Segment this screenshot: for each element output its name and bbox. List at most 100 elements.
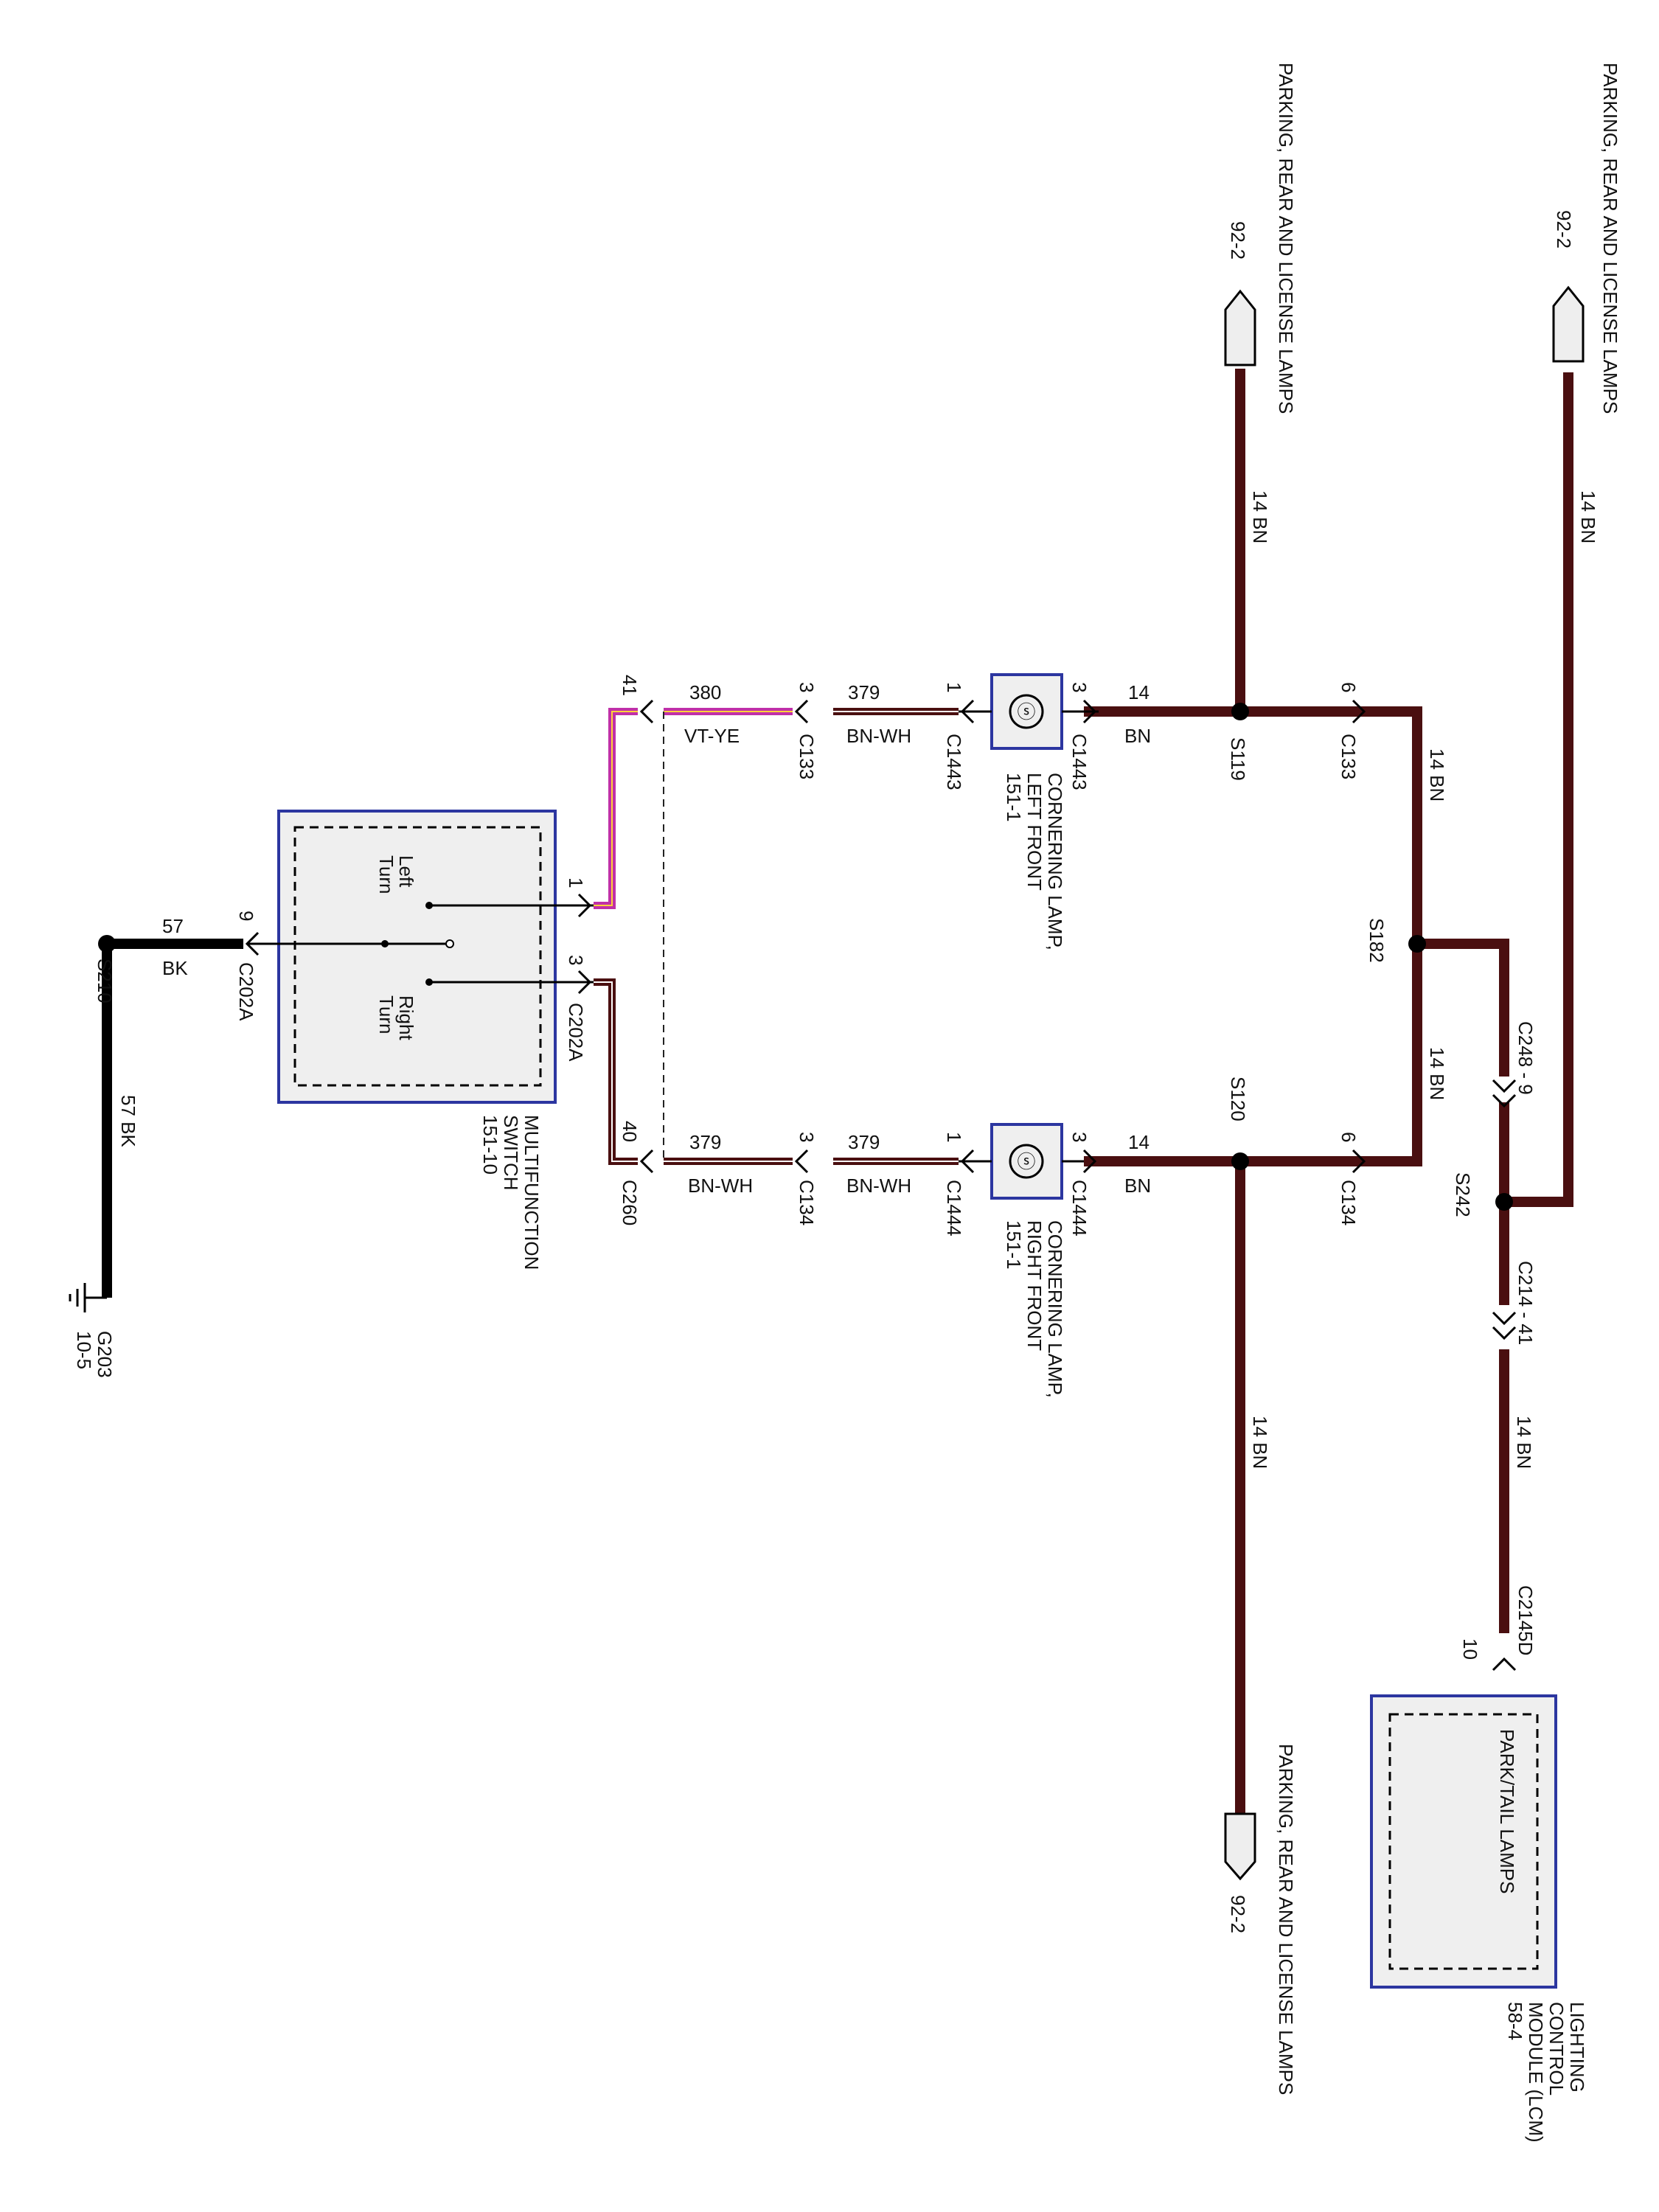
label-lamp-left-2: LEFT FRONT: [1023, 773, 1046, 891]
label-379-right-a: 379: [848, 1131, 880, 1153]
label-right-turn-1: Right: [395, 995, 417, 1040]
chevron-c134-6: [1352, 1149, 1366, 1174]
label-14-left: 14: [1128, 681, 1150, 703]
label-ref-top-right: 92-2: [1553, 210, 1575, 248]
bulb-icon-right: [1009, 1144, 1044, 1179]
label-57: 57: [162, 915, 184, 937]
splice-s119-dot: [1231, 703, 1249, 720]
label-bn-right: BN: [1124, 1175, 1151, 1197]
label-s119: S119: [1227, 737, 1249, 781]
label-379-left: 379: [848, 681, 880, 703]
label-switch-1: MULTIFUNCTION: [521, 1115, 543, 1270]
wire-379-to-switch-stripe: [594, 981, 638, 1162]
label-c1443-right: C1443: [1068, 734, 1091, 790]
pin-41: 41: [619, 675, 641, 696]
label-c134-left: C134: [796, 1180, 818, 1225]
switch-contact-common: [381, 940, 389, 947]
bulb-glyph-right: ⓢ: [1017, 1152, 1035, 1172]
label-s182: S182: [1366, 918, 1388, 963]
label-lcm-4: 58-4: [1504, 2002, 1526, 2040]
label-lcm-inner: PARK/TAIL LAMPS: [1496, 1729, 1518, 1893]
chevron-c248: [1492, 1079, 1517, 1108]
label-c134-right: C134: [1338, 1180, 1360, 1225]
labels: PARKING, REAR AND LICENSE LAMPS 92-2 PAR…: [73, 63, 1621, 2143]
switch-contact-left: [425, 902, 433, 909]
label-parking-lamps-bottom: PARKING, REAR AND LICENSE LAMPS: [1275, 1744, 1297, 2095]
label-ref-top-left: 92-2: [1227, 221, 1249, 260]
label-c202a-ground: C202A: [235, 962, 257, 1021]
label-14bn-s120-bottom: 14 BN: [1249, 1416, 1271, 1469]
multifunction-switch-inner: [293, 826, 542, 1087]
label-14bn-loop-top: 14 BN: [1426, 748, 1448, 801]
label-ref-bottom: 92-2: [1227, 1895, 1249, 1933]
pin-lcm-10: 10: [1459, 1638, 1481, 1660]
label-379-right-b: 379: [689, 1131, 721, 1153]
label-c214-41: C214 - 41: [1514, 1261, 1537, 1345]
label-bnwh-right-b: BN-WH: [688, 1175, 753, 1197]
label-bn-left: BN: [1124, 725, 1151, 747]
label-left-turn-1: Left: [395, 855, 417, 888]
pin-c1444-3: 3: [1068, 1132, 1091, 1142]
label-14bn-loop-bottom: 14 BN: [1426, 1047, 1448, 1100]
label-lcm-1: LIGHTING: [1566, 2002, 1588, 2093]
chevron-c214: [1492, 1311, 1517, 1340]
label-s242: S242: [1452, 1172, 1474, 1217]
pin-c133-3: 3: [796, 682, 818, 692]
splice-s242-dot: [1495, 1193, 1513, 1211]
chevron-c134-3: [794, 1149, 809, 1174]
label-bnwh-right-a: BN-WH: [846, 1175, 911, 1197]
pin-c1443-3: 3: [1068, 682, 1091, 692]
label-c260: C260: [619, 1180, 641, 1225]
pin-40: 40: [619, 1121, 641, 1142]
wire-feed-right: [1504, 372, 1573, 1207]
label-left-turn-2: Turn: [375, 855, 397, 894]
label-switch-3: 151-10: [479, 1115, 501, 1175]
label-s120: S120: [1227, 1077, 1249, 1121]
label-vtye: VT-YE: [684, 725, 740, 747]
label-c248-9: C248 - 9: [1514, 1021, 1537, 1095]
pin-switch-9: 9: [235, 911, 257, 921]
switch-pivot-icon: [445, 939, 454, 948]
label-lamp-left-3: 151-1: [1003, 773, 1025, 822]
chevron-40: [639, 1149, 654, 1174]
pin-c1443-1: 1: [943, 682, 965, 692]
multifunction-switch-box: [277, 810, 557, 1104]
ground-icon: [69, 1283, 107, 1312]
lighting-control-module-box: [1370, 1694, 1557, 1989]
lighting-control-module-inner: [1388, 1713, 1539, 1970]
pin-c134-3: 3: [796, 1132, 818, 1142]
chevron-c133-6: [1352, 699, 1366, 724]
wire-loop-s119-s120: [1246, 706, 1422, 1166]
label-parking-lamps-top-right: PARKING, REAR AND LICENSE LAMPS: [1599, 63, 1621, 414]
label-14bn-feed-left: 14 BN: [1249, 490, 1271, 543]
chevron-c133-3: [794, 699, 809, 724]
bulb-glyph-left: ⓢ: [1017, 702, 1035, 723]
label-lamp-right-1: CORNERING LAMP,: [1044, 1220, 1066, 1398]
splices: [98, 703, 1513, 1211]
cornering-lamp-left-box: [990, 673, 1063, 750]
label-c1444-right: C1444: [1068, 1180, 1091, 1237]
label-14bn-feed-right: 14 BN: [1577, 490, 1599, 543]
components: ⓢ ⓢ: [69, 673, 1557, 1989]
splice-s210-dot: [98, 935, 116, 953]
label-lcm-3: MODULE (LCM): [1525, 2002, 1547, 2143]
label-c133-right: C133: [1338, 734, 1360, 779]
pin-switch-3: 3: [565, 955, 587, 965]
chevron-c2145d: [1492, 1657, 1517, 1672]
wire-380-to-switch-stripe: [594, 711, 638, 906]
label-s210: S210: [94, 959, 116, 1004]
label-c1444-left: C1444: [943, 1180, 965, 1237]
bulb-icon-left: [1009, 694, 1044, 729]
label-c1443-left: C1443: [943, 734, 965, 790]
label-switch-2: SWITCH: [500, 1115, 522, 1191]
label-bnwh-left: BN-WH: [846, 725, 911, 747]
label-14-right: 14: [1128, 1131, 1150, 1153]
pin-switch-1: 1: [565, 877, 587, 888]
label-c2145d: C2145D: [1514, 1585, 1537, 1655]
label-right-turn-2: Turn: [375, 995, 397, 1034]
label-lamp-right-3: 151-1: [1003, 1220, 1025, 1270]
label-c133-left: C133: [796, 734, 818, 779]
chevron-c1444-3: [1082, 1149, 1097, 1174]
page-connectors: [1224, 285, 1585, 1881]
